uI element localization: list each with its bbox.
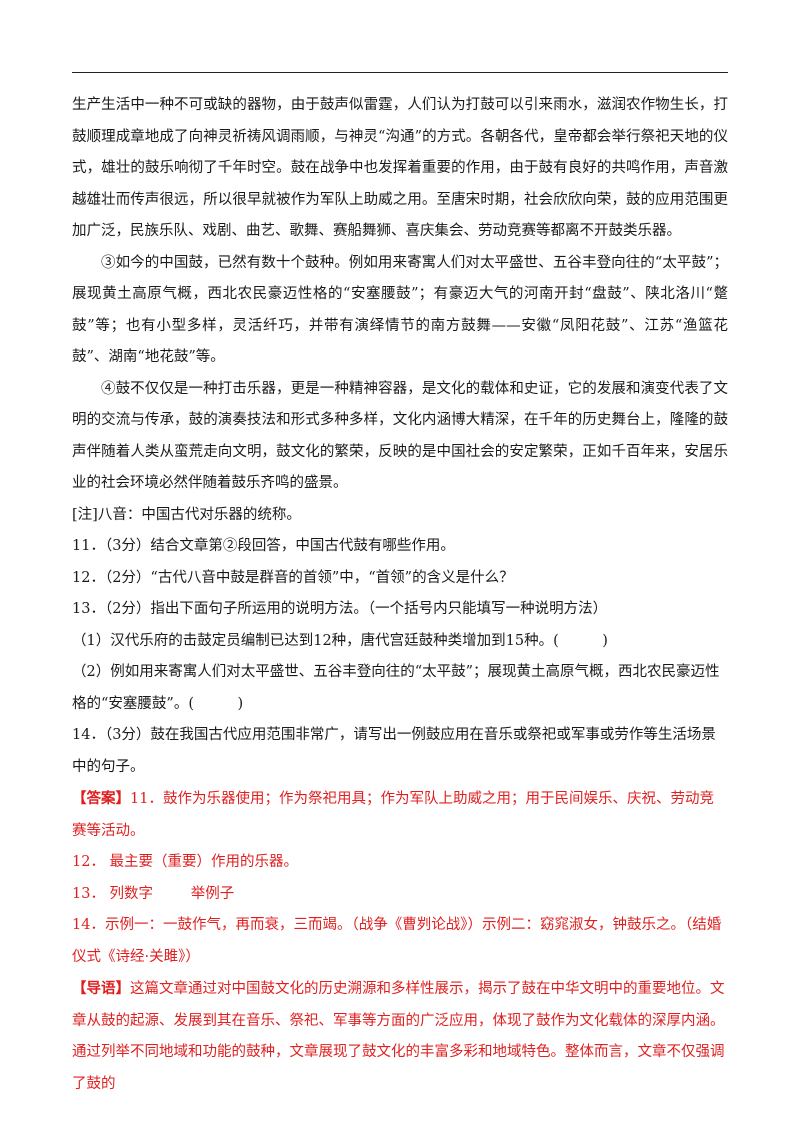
question-12: 12．（2分）“古代八音中鼓是群音的首领”中，“首领”的含义是什么？ bbox=[72, 569, 514, 586]
header-rule bbox=[72, 72, 728, 73]
question-13-item-1: （1）汉代乐府的击鼓定员编制已达到12种，唐代宫廷鼓种类增加到15种。( ) bbox=[72, 632, 608, 649]
answer-tag: 【答案】 bbox=[72, 790, 130, 807]
question-14: 14．（3分）鼓在我国古代应用范围非常广，请写出一例鼓应用在音乐或祭祀或军事或劳… bbox=[72, 727, 716, 775]
answer-11-text: 11．鼓作为乐器使用；作为祭祀用具；作为军队上助威之用；用于民间娱乐、庆祝、劳动… bbox=[72, 791, 714, 839]
guide-paragraph: 【导语】这篇文章通过对中国鼓文化的历史溯源和多样性展示，揭示了鼓在中华文明中的重… bbox=[72, 973, 728, 1100]
question-13-item-2: （2）例如用来寄寓人们对太平盛世、五谷丰登向往的“太平鼓”；展现黄土高原气概，西… bbox=[72, 664, 720, 712]
passage-paragraph-3: ③如今的中国鼓，已然有数十个鼓种。例如用来寄寓人们对太平盛世、五谷丰登向往的“太… bbox=[72, 254, 728, 366]
page-content: 生产生活中一种不可或缺的器物，由于鼓声似雷霆，人们认为打鼓可以引来雨水，滋润农作… bbox=[72, 90, 728, 1100]
answer-13-part-a: 13． 列数字 bbox=[72, 885, 154, 902]
answer-13: 13． 列数字 举例子 bbox=[72, 879, 728, 911]
passage-paragraph-2-tail: 生产生活中一种不可或缺的器物，由于鼓声似雷霆，人们认为打鼓可以引来雨水，滋润农作… bbox=[72, 97, 728, 239]
question-13: 13．（2分）指出下面句子所运用的说明方法。（一个括号内只能填写一种说明方法） bbox=[72, 601, 608, 617]
guide-tag: 【导语】 bbox=[72, 980, 130, 997]
answer-12: 12． 最主要（重要）作用的乐器。 bbox=[72, 854, 299, 870]
answer-13-part-b: 举例子 bbox=[190, 885, 235, 902]
answer-11: 【答案】11．鼓作为乐器使用；作为祭祀用具；作为军队上助威之用；用于民间娱乐、庆… bbox=[72, 783, 728, 847]
answer-14: 14．示例一：一鼓作气，再而衰，三而竭。（战争《曹刿论战》）示例二：窈窕淑女，钟… bbox=[72, 917, 722, 965]
question-11: 11．（3分）结合文章第②段回答，中国古代鼓有哪些作用。 bbox=[72, 538, 455, 554]
passage-paragraph-4: ④鼓不仅仅是一种打击乐器，更是一种精神容器，是文化的载体和史证，它的发展和演变代… bbox=[72, 380, 728, 492]
guide-text: 这篇文章通过对中国鼓文化的历史溯源和多样性展示，揭示了鼓在中华文明中的重要地位。… bbox=[72, 981, 725, 1092]
passage-note: [注]八音：中国古代对乐器的统称。 bbox=[72, 506, 301, 523]
